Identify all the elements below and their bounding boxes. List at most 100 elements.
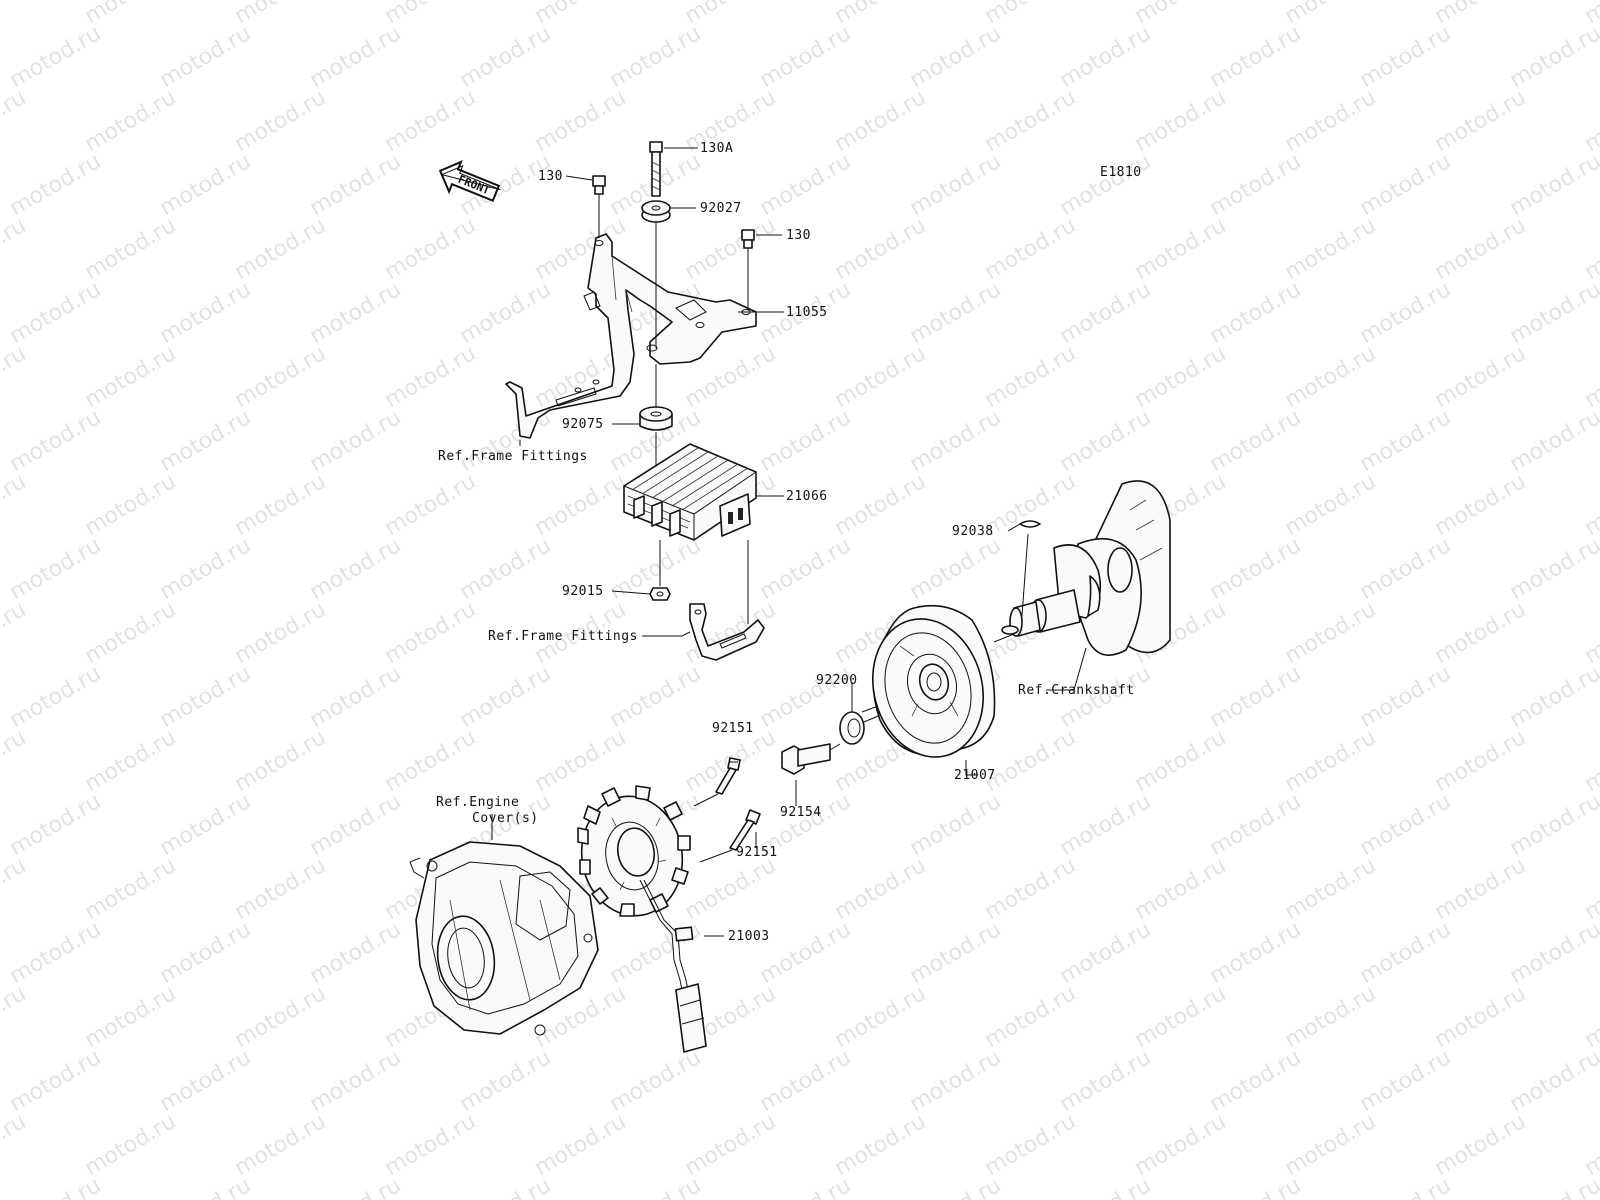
watermark-text: motod.ru [831, 1109, 931, 1181]
watermark-text: motod.ru [156, 1045, 256, 1117]
watermark-text: motod.ru [231, 0, 331, 29]
watermark-text: motod.ru [456, 1173, 556, 1200]
watermark-text: motod.ru [906, 21, 1006, 93]
watermark-text: motod.ru [1581, 597, 1600, 669]
watermark-text: motod.ru [1131, 213, 1231, 285]
watermark-text: motod.ru [1431, 213, 1531, 285]
watermark-text: motod.ru [1281, 853, 1381, 925]
watermark-text: motod.ru [306, 533, 406, 605]
watermark-text: motod.ru [1581, 853, 1600, 925]
watermark-text: motod.ru [456, 533, 556, 605]
watermark-text: motod.ru [1281, 213, 1381, 285]
watermark-text: motod.ru [1281, 341, 1381, 413]
watermark-text: motod.ru [1281, 0, 1381, 29]
watermark-text: motod.ru [1206, 21, 1306, 93]
watermark-text: motod.ru [756, 533, 856, 605]
watermark-text: motod.ru [1581, 1109, 1600, 1181]
watermark-text: motod.ru [1281, 85, 1381, 157]
watermark-text: motod.ru [1056, 1045, 1156, 1117]
watermark-text: motod.ru [306, 789, 406, 861]
watermark-text: motod.ru [231, 213, 331, 285]
watermark-text: motod.ru [981, 981, 1081, 1053]
watermark-text: motod.ru [1506, 277, 1600, 349]
watermark-text: motod.ru [831, 85, 931, 157]
watermark-text: motod.ru [831, 341, 931, 413]
watermark-text: motod.ru [81, 85, 181, 157]
watermark-text: motod.ru [531, 725, 631, 797]
watermark-text: motod.ru [681, 1109, 781, 1181]
callout-labels: 130 130A 92027 130 11055 92075 Ref.Frame… [436, 141, 1134, 944]
watermark-text: motod.ru [1506, 533, 1600, 605]
watermark-text: motod.ru [1431, 85, 1531, 157]
watermark-text: motod.ru [1506, 789, 1600, 861]
watermark-text: motod.ru [81, 597, 181, 669]
watermark-text: motod.ru [0, 469, 30, 541]
watermark-text: motod.ru [981, 469, 1081, 541]
watermark-text: motod.ru [81, 1109, 181, 1181]
washer-92027 [641, 200, 671, 348]
watermark-text: motod.ru [1056, 917, 1156, 989]
watermark-text: motod.ru [1281, 597, 1381, 669]
watermark-text: motod.ru [1206, 661, 1306, 733]
watermark-text: motod.ru [81, 981, 181, 1053]
watermark-text: motod.ru [6, 149, 106, 221]
watermark-text: motod.ru [831, 0, 931, 29]
watermark-text: motod.ru [1431, 1109, 1531, 1181]
callout-130A: 130A [700, 141, 733, 156]
watermark-text: motod.ru [231, 341, 331, 413]
callout-92151-bottom: 92151 [736, 845, 778, 860]
rotor-21007 [861, 604, 1015, 758]
watermark-text: motod.ru [1431, 0, 1531, 29]
watermark-text: motod.ru [1431, 597, 1531, 669]
watermark-text: motod.ru [1131, 853, 1231, 925]
watermark-text: motod.ru [306, 405, 406, 477]
callout-92200: 92200 [816, 673, 858, 688]
callout-92075: 92075 [562, 417, 604, 432]
bolt-130-left [592, 175, 606, 238]
watermark-text: motod.ru [381, 597, 481, 669]
watermark-text: motod.ru [1056, 277, 1156, 349]
regulator-21066 [623, 443, 757, 586]
watermark-text: motod.ru [1206, 789, 1306, 861]
lower-frame-fitting [689, 540, 765, 661]
watermark-text: motod.ru [1281, 725, 1381, 797]
watermark-text: motod.ru [681, 213, 781, 285]
watermark-text: motod.ru [831, 213, 931, 285]
watermark-text: motod.ru [0, 981, 30, 1053]
watermark-text: motod.ru [1131, 1109, 1231, 1181]
watermark-text: motod.ru [831, 981, 931, 1053]
watermark-text: motod.ru [81, 469, 181, 541]
callout-ref-engine-cover-line1: Ref.Engine [436, 795, 519, 810]
watermark-text: motod.ru [1506, 21, 1600, 93]
watermark-text: motod.ru [1581, 469, 1600, 541]
watermark-text: motod.ru [381, 213, 481, 285]
watermark-text: motod.ru [381, 341, 481, 413]
watermark-text: motod.ru [156, 789, 256, 861]
watermark-text: motod.ru [906, 1173, 1006, 1200]
watermark-text: motod.ru [981, 341, 1081, 413]
watermark-text: motod.ru [231, 981, 331, 1053]
watermark-text: motod.ru [6, 1173, 106, 1200]
watermark-text: motod.ru [1131, 0, 1231, 29]
bolt-92151-bottom [699, 809, 761, 863]
watermark-text: motod.ru [1356, 661, 1456, 733]
watermark-text: motod.ru [1581, 341, 1600, 413]
watermark-text: motod.ru [456, 1045, 556, 1117]
watermark-text: motod.ru [1356, 789, 1456, 861]
watermark-text: motod.ru [1431, 981, 1531, 1053]
watermark-text: motod.ru [606, 21, 706, 93]
watermark-text: motod.ru [1581, 213, 1600, 285]
watermark-text: motod.ru [1506, 149, 1600, 221]
watermark-text: motod.ru [531, 0, 631, 29]
watermark-text: motod.ru [381, 1109, 481, 1181]
watermark-text: motod.ru [1581, 85, 1600, 157]
watermark-text: motod.ru [906, 789, 1006, 861]
watermark-text: motod.ru [981, 1109, 1081, 1181]
watermark-text: motod.ru [1056, 789, 1156, 861]
watermark-text: motod.ru [1506, 1045, 1600, 1117]
callout-92027: 92027 [700, 201, 742, 216]
watermark-text: motod.ru [0, 85, 30, 157]
watermark-text: motod.ru [1431, 341, 1531, 413]
watermark-text: motod.ru [681, 0, 781, 29]
